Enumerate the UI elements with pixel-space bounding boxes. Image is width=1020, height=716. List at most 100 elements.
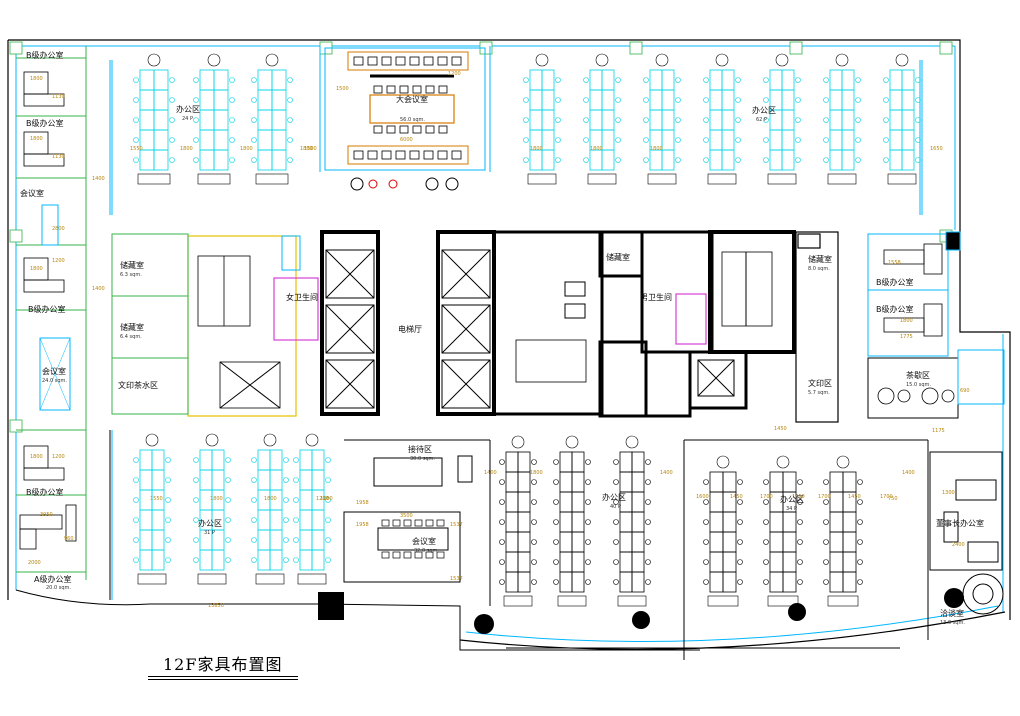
chair	[643, 117, 649, 123]
dimension-label: 3950	[40, 512, 53, 518]
meeting-chair	[414, 519, 423, 527]
chair	[737, 539, 743, 545]
workstation	[299, 489, 313, 511]
chair	[287, 157, 293, 163]
chair	[763, 479, 769, 485]
workstation	[211, 549, 225, 571]
workstation	[721, 109, 735, 131]
chair	[703, 97, 709, 103]
chair	[499, 519, 505, 525]
plant	[625, 435, 639, 449]
chair	[675, 117, 681, 123]
workstation	[311, 549, 325, 571]
boardroom-chair	[409, 150, 420, 160]
chair	[615, 97, 621, 103]
workstation	[571, 531, 585, 553]
workstation	[517, 451, 531, 473]
chair	[293, 497, 299, 503]
chair	[133, 457, 139, 463]
workstation	[269, 529, 283, 551]
dimension-label: 1800	[530, 146, 543, 152]
dimension-label: 1800	[590, 146, 603, 152]
chair	[169, 117, 175, 123]
workstation	[299, 529, 313, 551]
chair	[169, 157, 175, 163]
chair	[857, 499, 863, 505]
workstation	[153, 129, 169, 151]
workstation	[589, 109, 603, 131]
workstation	[571, 551, 585, 573]
chair	[531, 479, 537, 485]
chair	[293, 537, 299, 543]
chair	[735, 137, 741, 143]
chair	[585, 459, 591, 465]
workstation	[257, 529, 271, 551]
workstation	[829, 491, 844, 513]
area-negotiation: 13.0 sqm.	[940, 620, 965, 626]
boardroom-chair	[423, 150, 434, 160]
workstation	[842, 531, 857, 553]
workstation	[559, 531, 573, 553]
chair	[585, 499, 591, 505]
meeting-table-left	[39, 204, 71, 411]
label-meeting-left-2: 会议室	[42, 366, 66, 376]
plant	[776, 455, 790, 469]
workstation	[213, 129, 229, 151]
chair	[553, 579, 559, 585]
chair	[675, 157, 681, 163]
seats-office-nw: 24 P	[182, 116, 193, 122]
area-meeting-mid: 32.0 sqm.	[414, 548, 439, 554]
dimension-label: 1775	[900, 334, 913, 340]
cabinet	[297, 573, 327, 585]
dimension-label: 1500	[336, 86, 349, 92]
chair	[283, 517, 289, 523]
dimension-label: 1800	[30, 76, 43, 82]
chair	[795, 77, 801, 83]
workstation	[541, 69, 555, 91]
meeting-chair	[436, 519, 445, 527]
dimension-label: 1550	[130, 146, 143, 152]
workstation	[213, 89, 229, 111]
chair	[915, 137, 921, 143]
workstation	[661, 129, 675, 151]
chair	[703, 77, 709, 83]
workstation	[271, 109, 287, 131]
label-pantry: 文印茶水区	[118, 380, 158, 390]
boardroom-chair	[425, 125, 435, 134]
plant	[147, 53, 161, 67]
workstation	[505, 491, 519, 513]
outer-wall	[7, 39, 1011, 651]
workstation	[505, 471, 519, 493]
dimension-label: 1400	[660, 470, 673, 476]
workstation	[541, 129, 555, 151]
plant	[263, 433, 277, 447]
cabinet	[887, 173, 917, 185]
workstation	[721, 89, 735, 111]
chair	[797, 579, 803, 585]
dimension-label: 3500	[400, 513, 413, 519]
chair	[193, 557, 199, 563]
meeting-chair	[392, 551, 401, 559]
workstation	[299, 549, 313, 571]
chair	[735, 97, 741, 103]
workstation	[829, 471, 844, 493]
workstation	[631, 571, 645, 593]
chair	[613, 479, 619, 485]
workstation	[541, 149, 555, 171]
workstation	[271, 149, 287, 171]
chair	[915, 77, 921, 83]
workstation	[721, 149, 735, 171]
boardroom-chair	[386, 85, 396, 94]
dimension-label: 1650	[930, 146, 943, 152]
workstation	[139, 89, 155, 111]
workstation	[153, 69, 169, 91]
dimension-label: 1800	[30, 266, 43, 272]
chair	[325, 477, 331, 483]
chair	[225, 517, 231, 523]
workstation	[299, 509, 313, 531]
chair	[763, 539, 769, 545]
chair	[531, 499, 537, 505]
workstation	[619, 451, 633, 473]
workstation	[517, 511, 531, 533]
workstation	[139, 149, 155, 171]
